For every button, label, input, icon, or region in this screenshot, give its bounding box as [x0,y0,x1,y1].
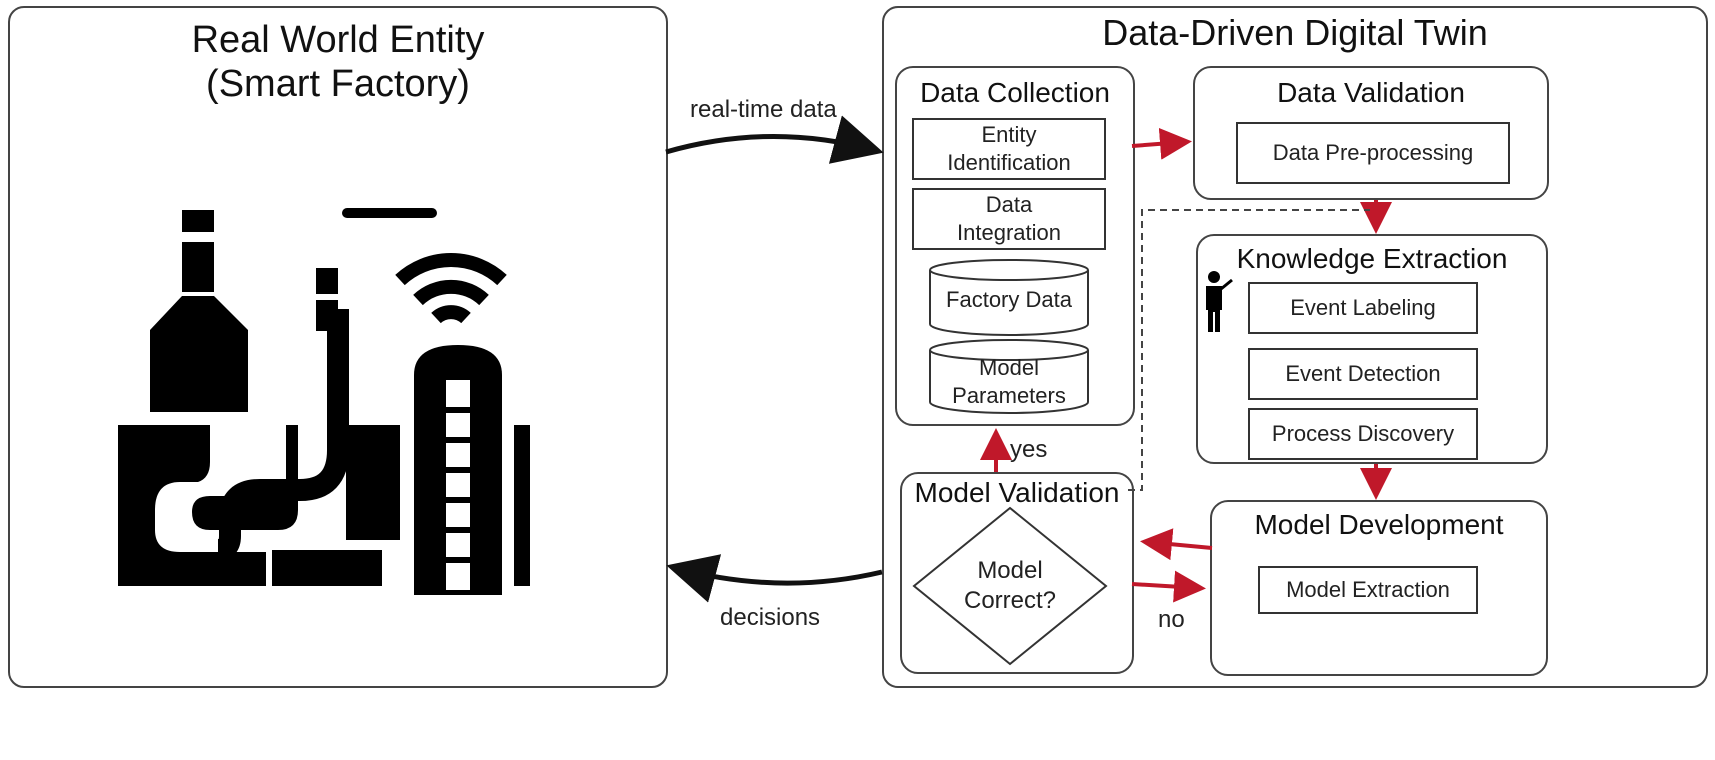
data-integration-box: Data Integration [912,188,1106,250]
model-validation-title: Model Validation [914,477,1120,508]
model-correct-line1: Model [977,557,1043,584]
data-integration-line1: Data [985,192,1033,217]
model-development-title: Model Development [1254,509,1504,540]
decisions-arrow [666,554,883,603]
factory-data-cylinder [929,259,1089,336]
event-labeling-box: Event Labeling [1248,282,1478,334]
model-parameters-cylinder [929,339,1089,414]
data-collection-title: Data Collection [920,77,1110,108]
model-parameters-line1: Model [979,355,1039,380]
process-discovery-box: Process Discovery [1248,408,1478,460]
model-correct-line2: Correct? [963,587,1057,614]
data-integration-line2: Integration [957,220,1061,245]
model-extraction-box: Model Extraction [1258,566,1478,614]
model-parameters-label: Model Parameters [928,354,1090,410]
smart-factory-icon [118,208,530,595]
knowledge-extraction-title: Knowledge Extraction [1236,243,1508,274]
development-to-model-validation-arrow [1140,528,1213,561]
no-label: no [1158,606,1185,633]
no-arrow [1131,570,1206,603]
event-detection-box: Event Detection [1248,348,1478,400]
real-world-entity-title-line1: Real World Entity [191,19,485,61]
model-correct-decision [912,506,1108,666]
decisions-label: decisions [720,604,821,631]
real-time-data-label: real-time data [690,96,837,123]
model-correct-label: Model Correct? [912,556,1108,616]
entity-identification-box: Entity Identification [912,118,1106,180]
dashed-feedback-line [1128,209,1370,491]
real-time-data-arrow [665,115,884,164]
factory-data-label: Factory Data [946,287,1072,312]
digital-twin-title: Data-Driven Digital Twin [1102,12,1488,53]
collection-to-validation-arrow [1131,127,1192,160]
data-validation-title: Data Validation [1277,77,1465,108]
yes-label: yes [1010,436,1048,463]
entity-identification-line2: Identification [947,150,1071,175]
data-preprocessing-box: Data Pre-processing [1236,122,1510,184]
real-world-entity-title-line2: (Smart Factory) [206,63,470,105]
model-parameters-line2: Parameters [952,383,1066,408]
entity-identification-line1: Entity [981,122,1037,147]
real-world-entity-title: Real World Entity (Smart Factory) [8,18,668,106]
person-icon [1206,271,1233,332]
